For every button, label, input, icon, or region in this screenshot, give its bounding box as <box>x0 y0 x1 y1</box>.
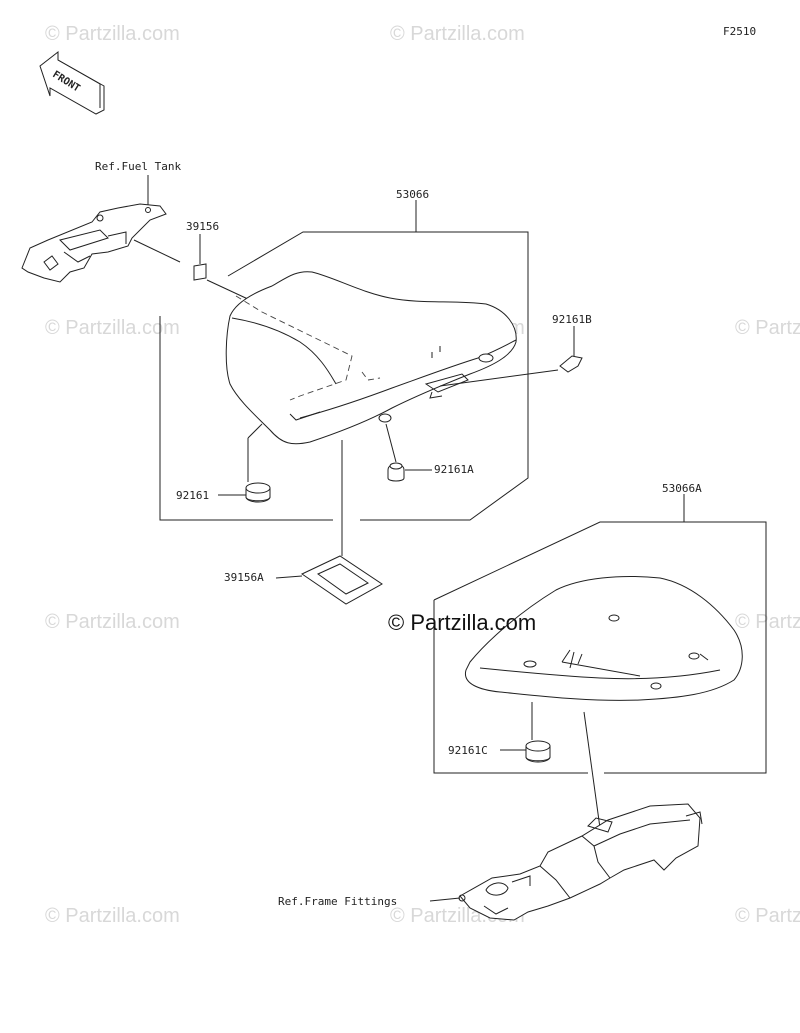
watermark: © Partzilla.com <box>735 905 800 927</box>
callout-damper-92161a: 92161A <box>434 463 474 476</box>
callout-rear-seat-assy: 53066A <box>662 482 702 495</box>
watermark: © Partzilla.com <box>45 611 180 633</box>
callout-damper-92161b: 92161B <box>552 313 592 326</box>
callout-pad-39156a: 39156A <box>224 571 264 584</box>
frame-fittings <box>458 803 703 921</box>
watermark: © Partzilla.com <box>390 23 525 45</box>
pad-39156 <box>193 263 207 281</box>
front-seat <box>225 271 517 445</box>
callout-fuel-tank-ref: Ref.Fuel Tank <box>95 160 181 173</box>
rear-seat <box>464 576 743 701</box>
watermark: © Partzilla.com <box>735 317 800 339</box>
fuel-tank-bracket <box>21 203 167 283</box>
damper-92161 <box>245 482 271 503</box>
callout-seat-assy: 53066 <box>396 188 429 201</box>
damper-92161a <box>387 462 405 482</box>
callout-damper-92161: 92161 <box>176 489 209 502</box>
callout-damper-92161c: 92161C <box>448 744 488 757</box>
brand-watermark: © Partzilla.com <box>388 610 536 635</box>
callout-pad-39156: 39156 <box>186 220 219 233</box>
watermark: © Partzilla.com <box>45 23 180 45</box>
damper-92161c <box>525 740 551 763</box>
watermark: © Partzilla.com <box>45 905 180 927</box>
callout-frame-ref: Ref.Frame Fittings <box>278 895 397 908</box>
watermark: © Partzilla.com <box>735 611 800 633</box>
figure-code: F2510 <box>723 25 756 38</box>
front-arrow-icon: FRONT <box>39 50 105 115</box>
watermark-layer: © Partzilla.com © Partzilla.com © Partzi… <box>45 23 800 927</box>
pad-39156a <box>300 555 383 605</box>
watermark: © Partzilla.com <box>45 317 180 339</box>
damper-92161b <box>559 355 583 373</box>
